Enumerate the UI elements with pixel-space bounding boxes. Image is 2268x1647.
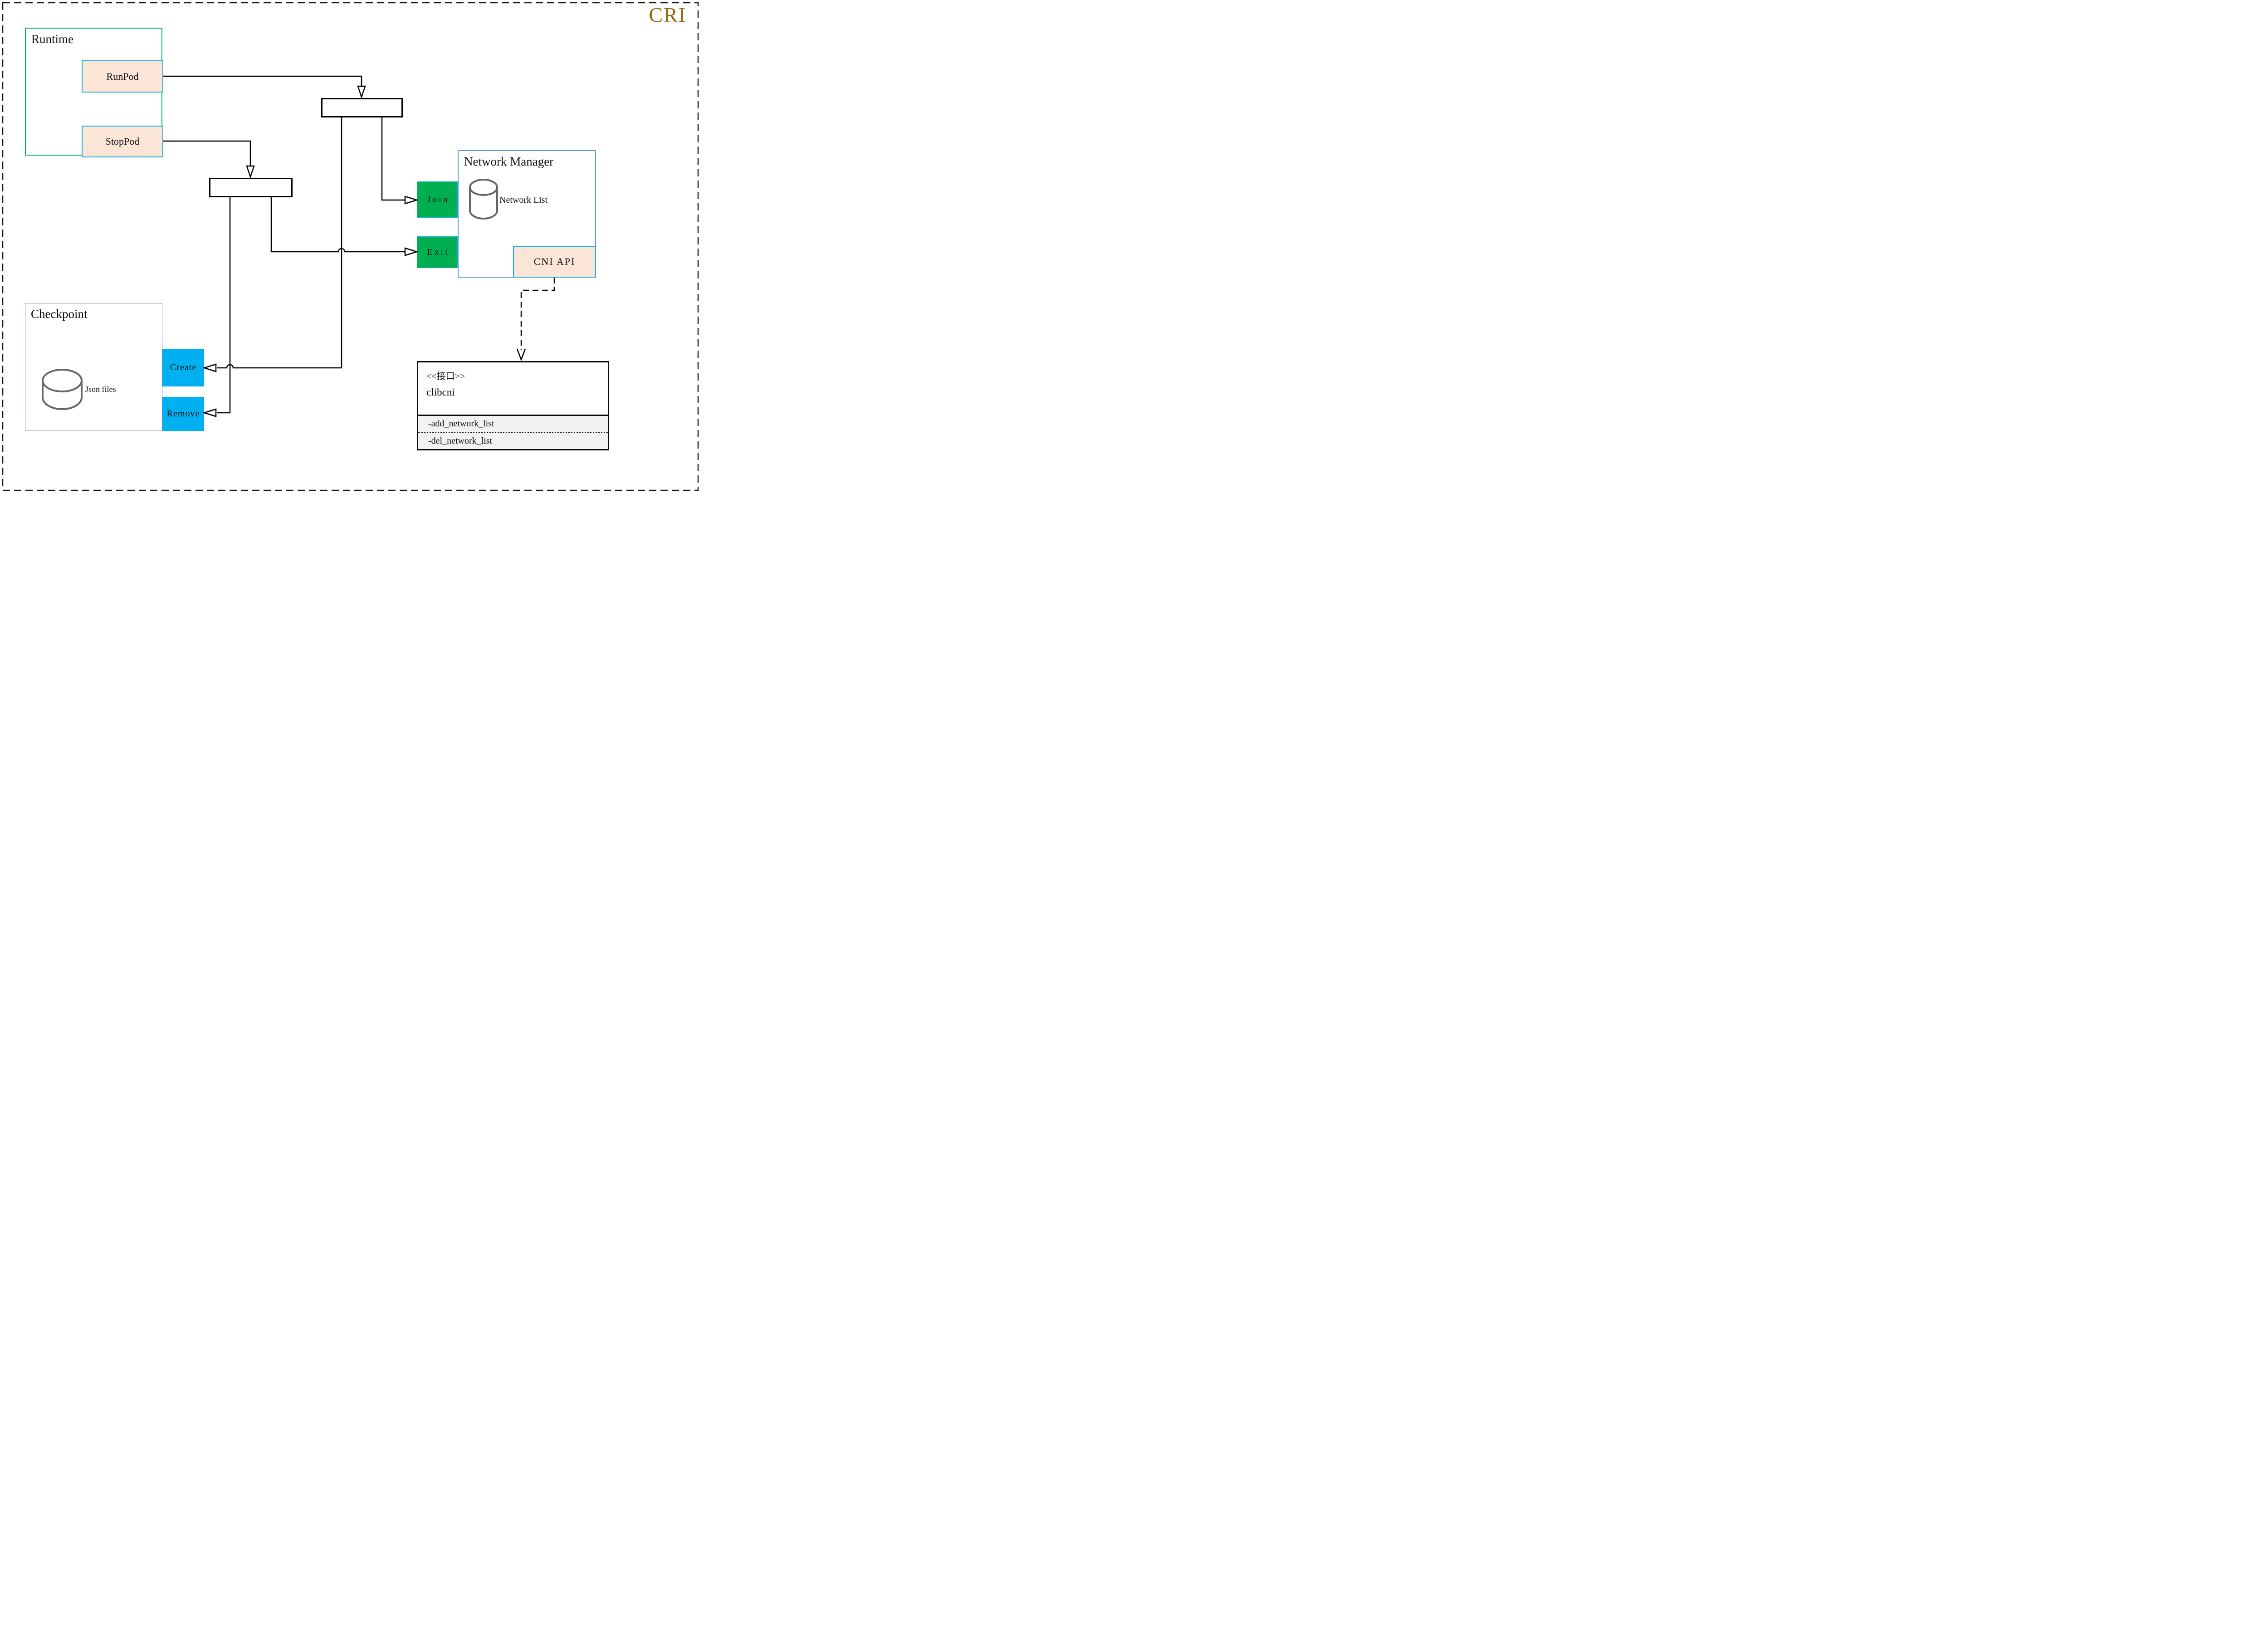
arrowhead-right-icon <box>404 195 419 205</box>
runpod-node: RunPod <box>82 60 163 93</box>
junction-box-middle <box>209 178 293 197</box>
clibcni-name: clibcni <box>426 386 455 398</box>
database-cylinder-icon <box>42 369 83 410</box>
arrowhead-down-icon <box>246 165 255 179</box>
clibcni-member-del: -del_network_list <box>418 432 608 449</box>
join-node: Join <box>417 181 458 218</box>
arrowhead-open-down-icon <box>516 348 526 362</box>
clibcni-interface-box: <<接口>> clibcni -add_network_list -del_ne… <box>417 361 609 450</box>
arrowhead-right-icon <box>404 247 419 256</box>
clibcni-header: <<接口>> clibcni <box>418 362 608 415</box>
cri-architecture-diagram: CRI Runtime RunPod StopPod Network Manag… <box>0 0 701 493</box>
clibcni-members: -add_network_list -del_network_list <box>418 415 608 449</box>
arrowhead-left-icon <box>202 363 217 372</box>
cni-api-node: CNI API <box>513 246 596 278</box>
checkpoint-title: Checkpoint <box>31 307 88 321</box>
runtime-title: Runtime <box>31 32 73 46</box>
remove-node: Remove <box>162 397 204 431</box>
network-list-label: Network List <box>499 195 548 205</box>
arrowhead-down-icon <box>357 85 366 99</box>
arrowhead-left-icon <box>202 408 217 417</box>
page-title: CRI <box>649 3 686 26</box>
clibcni-stereotype: <<接口>> <box>426 371 465 381</box>
network-manager-title: Network Manager <box>464 155 554 168</box>
json-files-label: Json files <box>85 385 116 394</box>
database-cylinder-icon <box>469 179 498 220</box>
clibcni-member-add: -add_network_list <box>428 419 494 429</box>
checkpoint-container: Checkpoint <box>25 303 162 430</box>
stoppod-node: StopPod <box>82 126 163 157</box>
create-node: Create <box>162 349 204 386</box>
exit-node: Exit <box>417 236 458 268</box>
junction-box-top <box>321 98 403 117</box>
